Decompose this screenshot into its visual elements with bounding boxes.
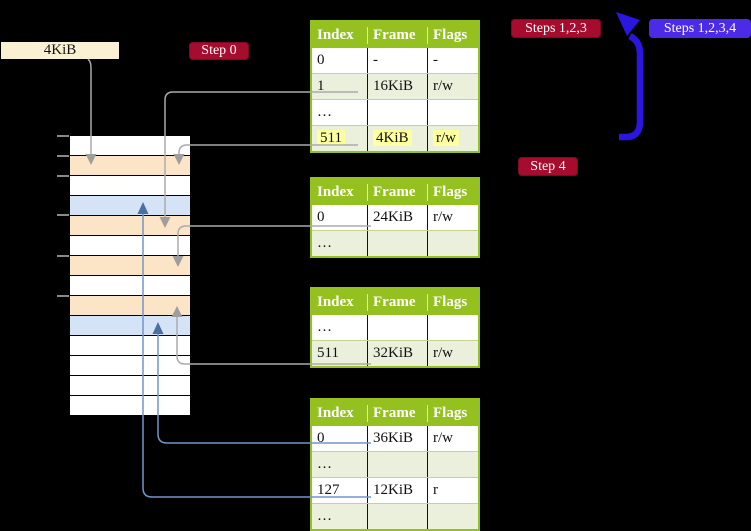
table-cell: 511 xyxy=(312,341,368,366)
table-cell: 32KiB xyxy=(368,341,428,366)
memory-row-white xyxy=(70,356,190,376)
table-header-cell: Flags xyxy=(433,26,468,43)
table-cell: 1 xyxy=(312,74,368,99)
memory-row-white xyxy=(70,396,190,416)
table-header-cell: Flags xyxy=(433,404,468,421)
memory-row-blue xyxy=(70,196,190,216)
memory-row-white xyxy=(70,236,190,256)
table-cell: 4KiB xyxy=(368,126,428,151)
table-cell: 36KiB xyxy=(368,426,428,451)
table-cell xyxy=(368,452,428,477)
big-arrowhead-icon xyxy=(616,12,640,36)
table-cell: r/w xyxy=(433,430,453,446)
table-cell: r/w xyxy=(433,78,453,94)
memory-tick xyxy=(57,255,69,257)
table-header-cell: Frame xyxy=(368,183,428,201)
table-cell: … xyxy=(312,315,368,340)
memory-tick xyxy=(57,295,69,297)
table-header-cell: Flags xyxy=(433,183,468,200)
memory-tick xyxy=(57,155,69,157)
table-header-cell: Frame xyxy=(368,404,428,422)
table-cell xyxy=(368,315,428,340)
table-cell xyxy=(428,100,478,125)
step0-badge: Step 0 xyxy=(189,42,249,60)
memory-row-white xyxy=(70,176,190,196)
table-cell: 0 xyxy=(312,426,368,451)
table-cell: 0 xyxy=(312,205,368,230)
table-cell: … xyxy=(312,231,368,256)
memory-row-peach xyxy=(70,296,190,316)
table-cell: r xyxy=(433,482,438,498)
memory-tick xyxy=(57,175,69,177)
table-row: … xyxy=(312,315,478,340)
table-cell: 511 xyxy=(312,126,368,151)
table-cell xyxy=(368,231,428,256)
highlighted-value: r/w xyxy=(433,130,459,146)
memory-row-peach xyxy=(70,156,190,176)
table-cell: 12KiB xyxy=(368,478,428,503)
memory-row-white xyxy=(70,276,190,296)
table-cell xyxy=(428,231,478,256)
table-cell: - xyxy=(368,48,428,73)
table-header-cell: Frame xyxy=(368,26,428,44)
memory-row-blue xyxy=(70,316,190,336)
table-cell: 0 xyxy=(312,48,368,73)
table-header-cell: Flags xyxy=(433,293,468,310)
table-cell: - xyxy=(433,52,438,68)
highlighted-value: 511 xyxy=(317,130,345,146)
table-cell xyxy=(428,315,478,340)
table-cell: r/w xyxy=(433,345,453,361)
table-cell xyxy=(368,100,428,125)
table-row: … xyxy=(312,503,478,529)
table-row: … xyxy=(312,230,478,256)
memory-row-white xyxy=(70,136,190,156)
table-row: 511 4KiB r/w xyxy=(312,125,478,151)
memory-tick xyxy=(57,214,69,216)
step4-badge: Step 4 xyxy=(518,157,578,176)
table-cell: 16KiB xyxy=(368,74,428,99)
table-row: … xyxy=(312,451,478,477)
table-cell: 127 xyxy=(312,478,368,503)
frame-size-label: 4KiB xyxy=(1,42,119,59)
table-cell xyxy=(368,504,428,529)
table-header-cell: Index xyxy=(312,26,368,44)
table-header-cell: Index xyxy=(312,293,368,311)
table-header-cell: Index xyxy=(312,183,368,201)
big-loop-arrow xyxy=(619,33,644,141)
memory-row-white xyxy=(70,336,190,356)
table-header-cell: Frame xyxy=(368,293,428,311)
table-cell: r/w xyxy=(428,126,478,151)
memory-column xyxy=(70,135,190,416)
memory-row-peach xyxy=(70,216,190,236)
table-row: 0-- xyxy=(312,48,478,73)
highlighted-value: 4KiB xyxy=(373,130,412,146)
memory-row-white xyxy=(70,376,190,396)
memory-tick xyxy=(57,135,69,137)
table-cell: 24KiB xyxy=(368,205,428,230)
steps1234-badge: Steps 1,2,3,4 xyxy=(649,19,751,38)
steps123-badge: Steps 1,2,3 xyxy=(511,19,601,38)
table-cell: … xyxy=(312,100,368,125)
table-cell: r/w xyxy=(433,209,453,225)
table-cell xyxy=(428,504,478,529)
table-cell: … xyxy=(312,452,368,477)
table-cell xyxy=(428,452,478,477)
memory-row-peach xyxy=(70,256,190,276)
table-cell: … xyxy=(312,504,368,529)
table-header-cell: Index xyxy=(312,404,368,422)
table-row: … xyxy=(312,99,478,125)
